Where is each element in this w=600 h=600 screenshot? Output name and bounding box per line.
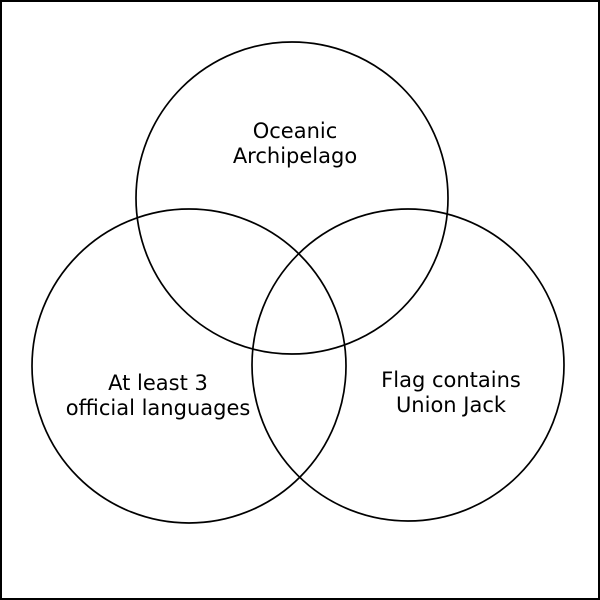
label-line-2: Union Jack — [395, 393, 507, 417]
label-line-1: Flag contains — [381, 368, 521, 392]
venn-circle-oceanic-archipelago — [135, 41, 449, 355]
venn-circle-at-least-3-official-languages — [31, 208, 347, 524]
circle-label-at-least-3-official-languages: At least 3 official languages — [66, 371, 251, 421]
circle-label-oceanic-archipelago: Oceanic Archipelago — [233, 119, 357, 169]
label-line-1: Oceanic — [252, 119, 338, 143]
label-line-2: Archipelago — [232, 144, 358, 168]
venn-circle-flag-contains-union-jack — [251, 208, 565, 522]
label-line-2: official languages — [65, 396, 251, 420]
label-line-1: At least 3 — [108, 371, 208, 395]
circle-label-flag-contains-union-jack: Flag contains Union Jack — [381, 368, 521, 418]
